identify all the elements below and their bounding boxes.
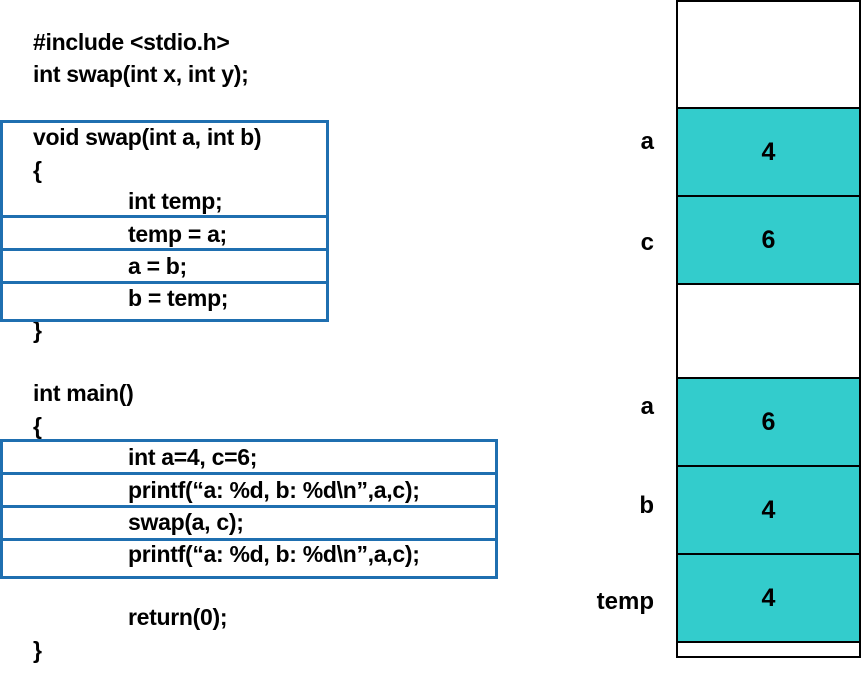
code-line-main-printf-1: printf(“a: %d, b: %d\n”,a,c); — [128, 477, 420, 503]
code-line-swap-assign-b: b = temp; — [128, 285, 229, 311]
code-line-main-signature: int main() — [33, 380, 134, 406]
code-line-main-call-swap: swap(a, c); — [128, 509, 244, 535]
code-line-swap-decl-temp: int temp; — [128, 188, 223, 214]
code-line-main-close-brace: } — [33, 637, 42, 663]
code-line-swap-open-brace: { — [33, 157, 42, 183]
code-line-swap-assign-temp: temp = a; — [128, 221, 227, 247]
stack-cell-temp: 4 — [676, 553, 861, 643]
highlight-swap-assign-b — [0, 281, 329, 322]
stack-cell-c-main: 6 — [676, 195, 861, 285]
highlight-swap-header — [0, 120, 329, 218]
code-line-include: #include <stdio.h> — [33, 29, 230, 55]
code-line-prototype: int swap(int x, int y); — [33, 61, 249, 87]
stack-label-temp: temp — [596, 588, 654, 615]
code-line-swap-assign-a: a = b; — [128, 253, 187, 279]
stack-label-a-swap: a — [640, 393, 654, 420]
stack-cell-empty-bottom — [676, 641, 861, 658]
code-line-main-printf-2: printf(“a: %d, b: %d\n”,a,c); — [128, 541, 420, 567]
highlight-swap-assign-a — [0, 248, 329, 284]
code-line-swap-close-brace: } — [33, 317, 42, 343]
code-line-main-return: return(0); — [128, 604, 228, 630]
highlight-main-decl — [0, 439, 498, 475]
highlight-main-printf-1 — [0, 472, 498, 508]
code-line-main-decl: int a=4, c=6; — [128, 444, 258, 470]
highlight-main-printf-2 — [0, 538, 498, 579]
highlight-swap-assign-temp — [0, 215, 329, 251]
highlight-main-call-swap — [0, 505, 498, 541]
stack-cell-empty-top — [676, 0, 861, 109]
stack-cell-a-main: 4 — [676, 107, 861, 197]
stack-label-a-main: a — [640, 128, 654, 155]
code-line-swap-signature: void swap(int a, int b) — [33, 124, 262, 150]
stack-cell-a-swap: 6 — [676, 377, 861, 467]
stack-cell-empty-gap — [676, 283, 861, 379]
stack-cell-b-swap: 4 — [676, 465, 861, 555]
stack-label-c-main: c — [640, 229, 654, 256]
stack-label-b-swap: b — [639, 492, 654, 519]
code-line-main-open-brace: { — [33, 413, 42, 439]
